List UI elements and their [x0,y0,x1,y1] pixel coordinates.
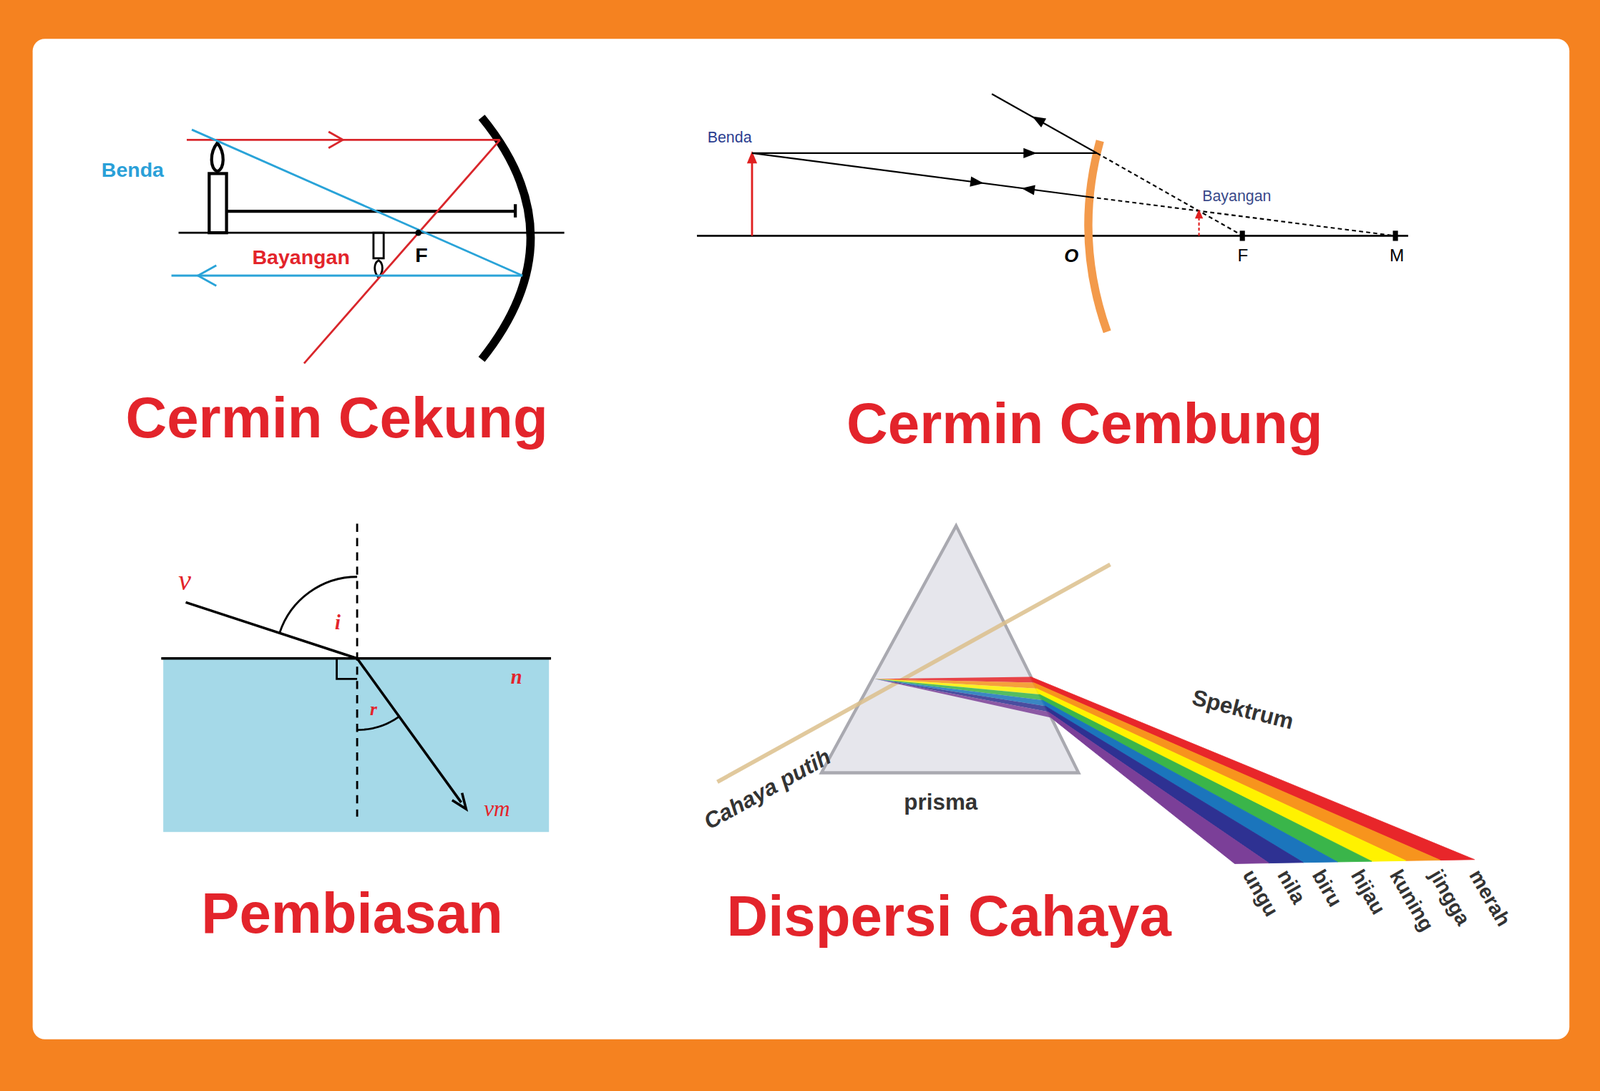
ray-arrow [1029,111,1047,128]
image-arrowhead [1194,208,1203,219]
label-anchor: vm [481,794,512,821]
center-tick [1393,230,1399,241]
index-label: n [508,664,525,689]
object-label: Benda [705,128,755,146]
label-anchor: F [412,243,430,267]
label-anchor: Benda [705,128,755,146]
label-anchor: Spektrum [1187,683,1299,735]
label-anchor: O [1061,245,1081,267]
section-title: Dispersi Cahaya [724,883,1174,950]
label-anchor: M [1387,246,1407,267]
section-title: Cermin Cekung [123,385,551,452]
blue-ray [191,129,523,276]
focus-label: F [1235,246,1251,267]
spectrum-label: Spektrum [1187,683,1299,735]
label-anchor: Dispersi Cahaya [724,883,1174,950]
incident-ray [752,152,1097,154]
convex-mirror-figure [696,93,1409,332]
object-label: Benda [99,158,167,183]
label-anchor: Bayangan [250,245,353,270]
candle-flame [211,143,224,172]
angle-arc [357,716,399,730]
incident-ray [752,153,1090,197]
label-anchor: n [508,664,525,689]
focus-label: F [412,243,430,267]
incident-ray [186,601,358,658]
white-panel [32,38,1570,1039]
focus-tick [1240,230,1246,241]
blue-reflected-ray [171,274,524,277]
object-arrow [751,158,754,236]
section-title: Cermin Cembung [844,390,1325,457]
candle-holder [226,209,516,213]
angle-label: r [367,698,380,720]
color-label: hijau [1345,863,1392,921]
speed-label: vm [481,794,512,821]
label-anchor: Pembiasan [198,880,505,946]
angle-arc [279,576,358,633]
label-anchor: Benda [99,158,167,183]
candle-object [208,173,227,233]
light-label: Cahaya putih [697,742,838,836]
ray-arrow [328,131,343,149]
speed-label: v [176,563,193,597]
spectrum-in-prism [874,676,1052,717]
ray-arrow [1023,148,1037,159]
focus-point [415,229,422,237]
image-label: Bayangan [250,245,353,270]
color-label: biru [1305,863,1348,913]
section-title: Pembiasan [198,880,505,946]
prism-label: prisma [901,789,980,816]
white-light-ray [716,564,1110,783]
label-anchor: Cermin Cekung [123,385,551,452]
label-anchor: Bayangan [1200,186,1273,205]
label-anchor: Cermin Cembung [844,390,1325,457]
spectrum-band [1048,711,1270,863]
prism [821,525,1079,773]
convex-mirror [1088,140,1107,333]
label-anchor: biru [1305,863,1348,913]
ray-arrow [198,265,217,287]
refraction-figure [161,523,551,833]
image-arrow [1198,217,1200,237]
dispersion-figure [716,525,1475,863]
principal-axis [178,231,565,234]
angle-label: i [332,610,343,634]
label-anchor: F [1235,246,1251,267]
label-anchor: r [367,698,380,720]
label-anchor: Cahaya putih [697,742,838,836]
ray-arrow [452,792,471,813]
center-label: M [1387,246,1407,267]
candle-holder [513,203,517,218]
normal-line [356,523,359,817]
spectrum-band [1045,705,1304,863]
label-anchor: prisma [901,789,980,816]
spectrum [1030,676,1475,863]
spectrum-band [874,678,1052,717]
label-anchor: i [332,610,343,634]
reflected-ray [991,93,1097,154]
ray-arrow [1021,183,1036,196]
label-anchor: hijau [1345,863,1392,921]
candle-image [373,232,384,259]
right-angle-mark [337,658,358,680]
refracted-ray [357,658,461,803]
ray-arrow [969,176,984,189]
image-label: Bayangan [1200,186,1273,205]
pole-label: O [1061,245,1081,267]
principal-axis [696,234,1409,237]
label-anchor: v [176,563,193,597]
concave-mirror-figure [171,117,565,364]
